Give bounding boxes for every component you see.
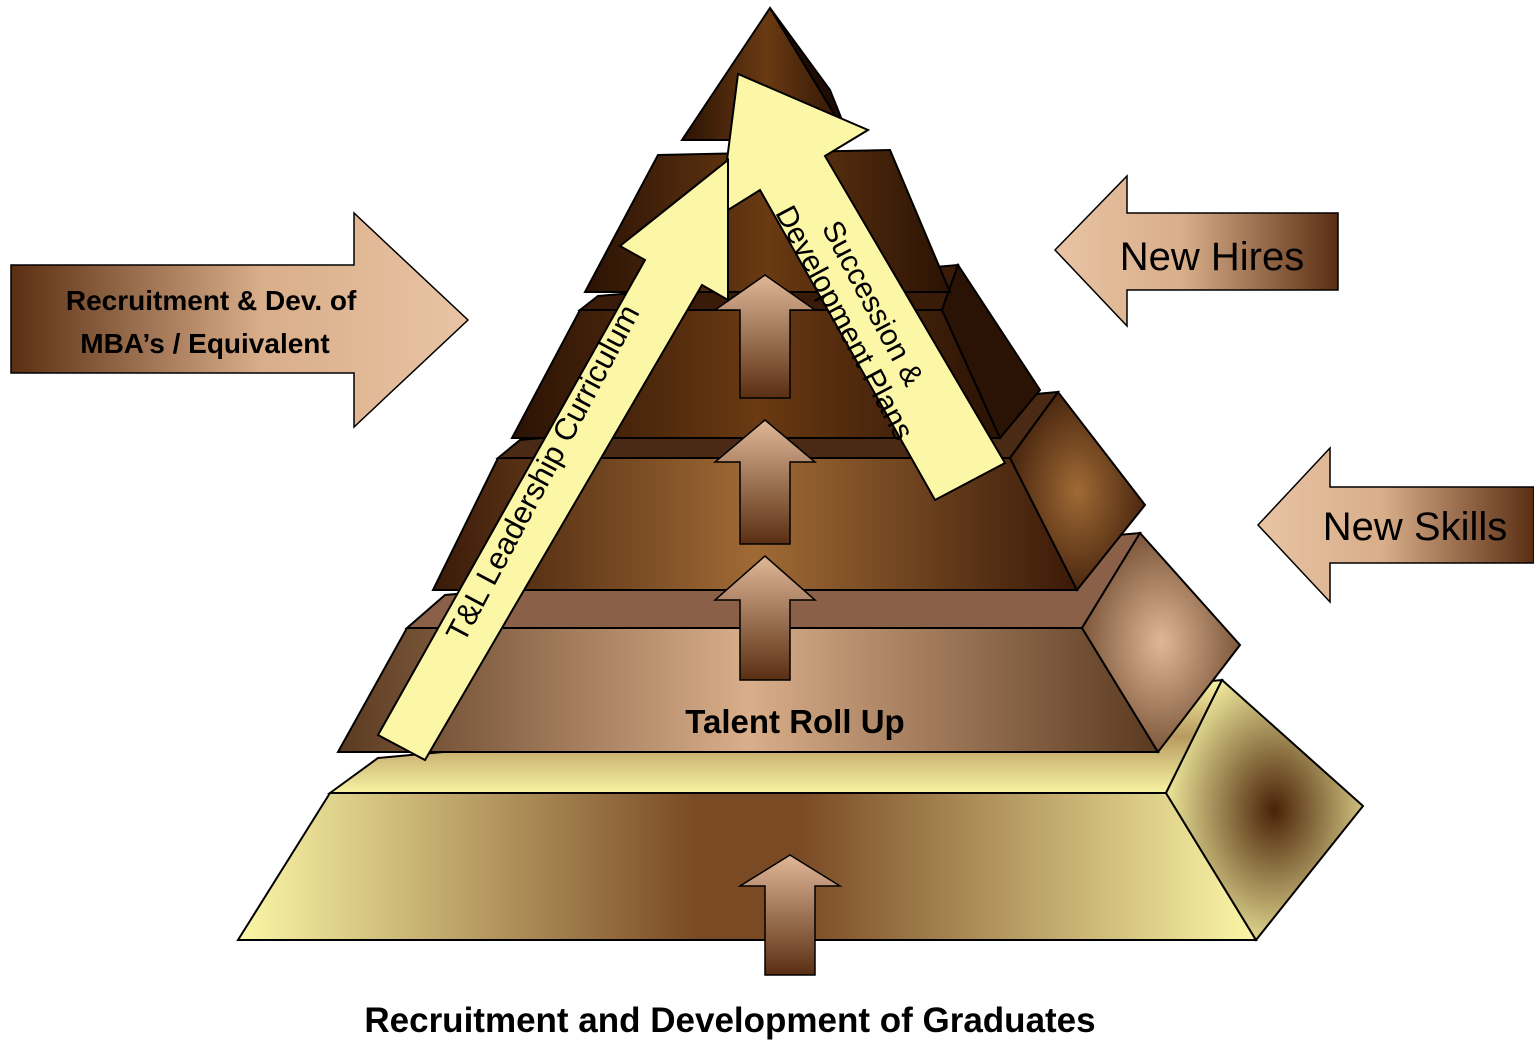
tier-4-side — [940, 262, 1042, 440]
up-arrow-tier-2 — [713, 555, 817, 681]
talent-roll-up-label: Talent Roll Up — [685, 703, 904, 740]
tier-2 — [336, 531, 1242, 754]
up-arrow-tier-3 — [712, 419, 818, 545]
talent-roll-up-arrows — [712, 274, 843, 976]
mba-arrow-line2: MBA’s / Equivalent — [80, 328, 329, 359]
new-hires-arrow-shape — [1053, 174, 1339, 328]
tier-3-side — [1008, 390, 1147, 592]
apex-side — [769, 7, 851, 141]
succession-arrow-shape — [718, 72, 1007, 502]
up-arrow-base — [737, 854, 843, 976]
mba-arrow: Recruitment & Dev. of MBA’s / Equivalent — [10, 211, 470, 429]
base-tier-front — [236, 792, 1258, 941]
mba-arrow-line1: Recruitment & Dev. of — [66, 285, 357, 316]
base-caption: Recruitment and Development of Graduates — [364, 1001, 1095, 1040]
new-skills-arrow-shape — [1256, 446, 1534, 604]
curriculum-arrow-shape — [376, 157, 729, 762]
svg-text:Recruitment & Dev. of MB: Recruitment & Dev. of MBA’s / Equivalent — [66, 285, 364, 359]
new-skills-arrow: New Skills — [1256, 446, 1534, 604]
new-hires-arrow: New Hires — [1053, 174, 1339, 328]
new-skills-label: New Skills — [1323, 505, 1507, 549]
tier-2-side — [1080, 531, 1242, 754]
mba-arrow-shape — [10, 211, 470, 429]
up-arrow-tier-4 — [712, 274, 818, 399]
new-hires-label: New Hires — [1120, 235, 1304, 279]
base-tier-side — [1164, 678, 1365, 942]
